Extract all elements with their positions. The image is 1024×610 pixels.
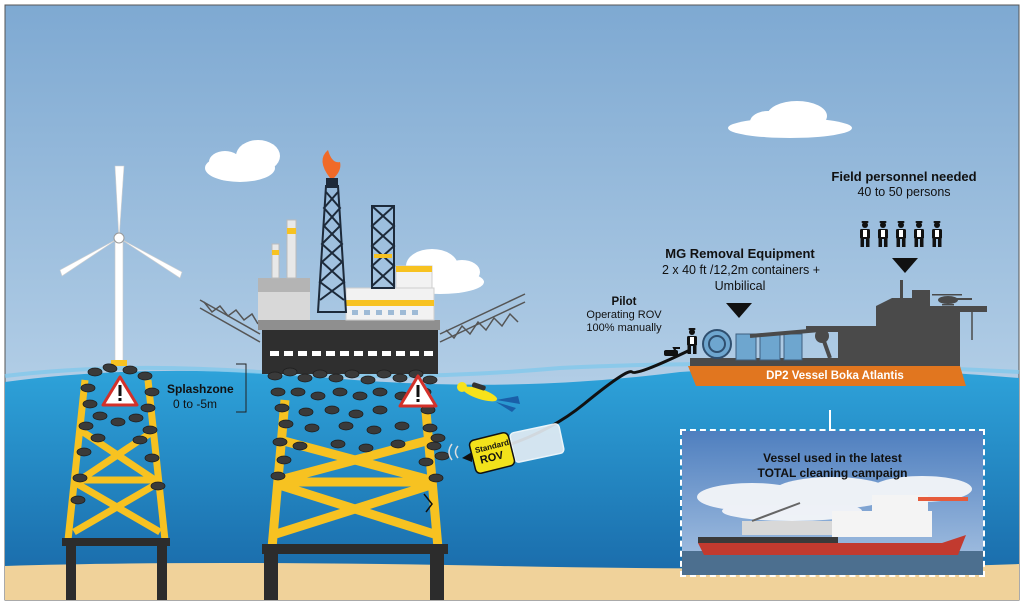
platform-jacket (262, 367, 450, 600)
vessel-name: DP2 Vessel Boka Atlantis (766, 370, 904, 382)
photo-caption: Vessel used in the latest TOTAL cleaning… (682, 451, 983, 481)
pilot-title: Pilot (611, 296, 637, 308)
warning-triangle-icon (101, 375, 139, 407)
pilot-line1: Operating ROV (586, 309, 662, 321)
splashzone-bracket (236, 363, 247, 413)
equipment-line2: Umbilical (714, 279, 766, 293)
wind-turbine-icon (59, 165, 183, 366)
equipment-title: MG Removal Equipment (665, 246, 815, 261)
oil-platform (199, 150, 526, 374)
cloud-left (205, 140, 280, 182)
diver-icon (457, 382, 520, 412)
splashzone-title: Splashzone (167, 382, 234, 396)
cloud-right (728, 101, 852, 138)
pilot-line2: 100% manually (586, 322, 662, 334)
down-triangle-icon (726, 303, 752, 318)
down-triangle-icon (892, 258, 918, 273)
helicopter-icon (932, 294, 972, 306)
personnel-title: Field personnel needed (831, 169, 977, 184)
photo-caption-line1: Vessel used in the latest (763, 451, 902, 465)
vessel-photo: Vessel used in the latest TOTAL cleaning… (680, 429, 985, 577)
photo-caption-line2: TOTAL cleaning campaign (757, 466, 908, 480)
equipment-line1: 2 x 40 ft /12,2m containers + (661, 263, 821, 277)
personnel-count: 40 to 50 persons (857, 185, 951, 199)
splashzone-range: 0 to -5m (173, 397, 218, 411)
turbine-jacket (62, 362, 170, 600)
warning-triangle-icon (398, 374, 438, 408)
rov-vehicle (448, 423, 565, 475)
vessel-boka-atlantis (664, 280, 987, 386)
